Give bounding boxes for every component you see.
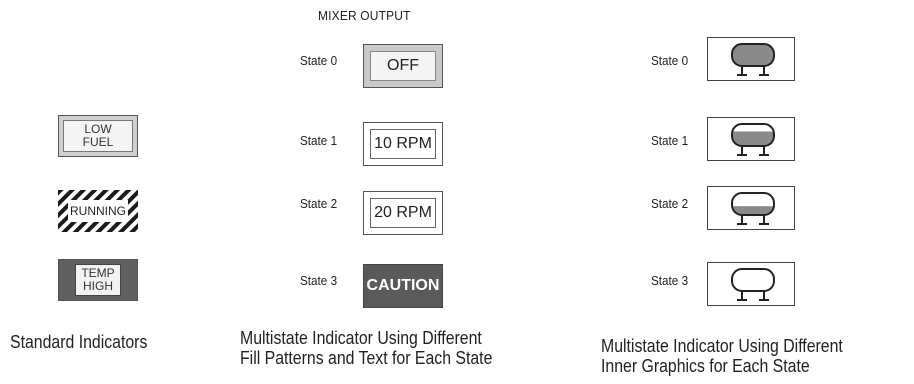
graphic-state-0-label: State 0 [651, 53, 689, 68]
tank-icon [731, 123, 775, 156]
text-state-3-value: CAUTION [366, 277, 440, 294]
graphic-multistate-caption-line1: Multistate Indicator Using Different [601, 336, 843, 356]
text-state-2-value: 20 RPM [370, 198, 436, 228]
running-indicator: RUNNING [58, 190, 138, 232]
mixer-output-title: MIXER OUTPUT [318, 8, 411, 23]
tank-icon [731, 43, 775, 76]
low-fuel-label: LOW FUEL [63, 120, 133, 152]
tank-body [731, 123, 775, 147]
text-state-0-value: OFF [370, 51, 436, 81]
text-state-3-indicator: CAUTION [363, 264, 443, 308]
tank-fill [732, 206, 774, 215]
running-label: RUNNING [68, 200, 128, 222]
text-state-1-indicator: 10 RPM [363, 122, 443, 166]
text-state-1-value: 10 RPM [370, 129, 436, 159]
tank-icon [731, 192, 775, 225]
standard-indicators-caption: Standard Indicators [10, 332, 148, 352]
graphic-state-1-indicator [707, 117, 795, 161]
graphic-state-1-label: State 1 [651, 133, 689, 148]
text-state-2-indicator: 20 RPM [363, 191, 443, 235]
graphic-state-2-indicator [707, 186, 795, 230]
graphic-state-2-label: State 2 [651, 196, 689, 211]
graphic-state-0-indicator [707, 37, 795, 81]
text-multistate-caption-line1: Multistate Indicator Using Different [240, 328, 482, 348]
text-state-0-indicator: OFF [363, 44, 443, 88]
tank-fill [732, 44, 774, 66]
text-state-3-label: State 3 [300, 273, 338, 288]
temp-high-indicator: TEMP HIGH [58, 259, 138, 301]
text-state-0-label: State 0 [300, 53, 338, 68]
graphic-multistate-caption-line2: Inner Graphics for Each State [601, 356, 810, 376]
text-state-2-label: State 2 [300, 196, 338, 211]
temp-high-label: TEMP HIGH [75, 264, 121, 296]
tank-body [731, 43, 775, 67]
tank-icon [731, 268, 775, 301]
graphic-state-3-label: State 3 [651, 273, 689, 288]
text-multistate-caption-line2: Fill Patterns and Text for Each State [240, 348, 493, 368]
tank-body [731, 268, 775, 292]
low-fuel-indicator: LOW FUEL [58, 115, 138, 157]
graphic-state-3-indicator [707, 262, 795, 306]
text-state-1-label: State 1 [300, 133, 338, 148]
tank-fill [732, 131, 774, 146]
tank-body [731, 192, 775, 216]
